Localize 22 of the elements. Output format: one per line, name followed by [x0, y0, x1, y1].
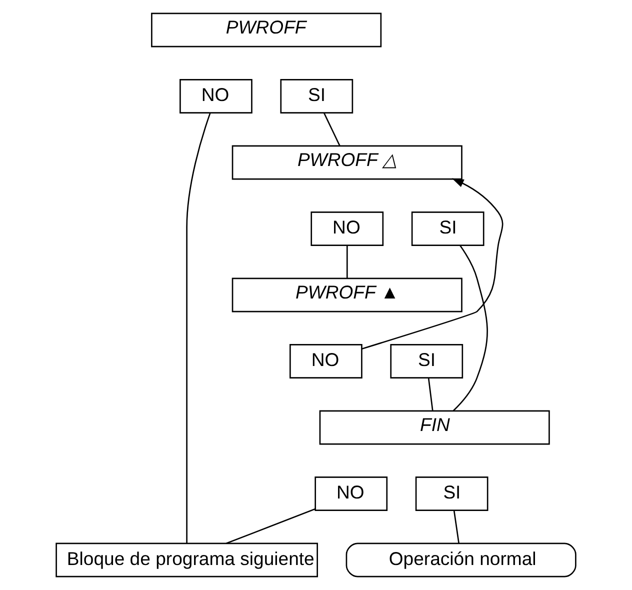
node-box: PWROFF △: [232, 145, 462, 180]
node-box: SI: [411, 212, 484, 246]
node-box: NO: [314, 476, 388, 511]
connector: [323, 112, 340, 146]
connector: [226, 508, 316, 544]
node-box: SI: [280, 79, 354, 114]
connector: [453, 510, 460, 544]
connector: [428, 378, 434, 411]
node-box: Operación normal: [346, 542, 576, 578]
node-box: Bloque de programa siguiente: [56, 542, 318, 578]
connector: [346, 245, 348, 278]
node-box: PWROFF: [151, 12, 382, 48]
connector: [186, 112, 211, 544]
node-box: SI: [415, 476, 488, 511]
node-box: FIN: [319, 410, 550, 445]
node-box: PWROFF ▲: [232, 278, 462, 312]
connector: [452, 245, 488, 412]
node-box: NO: [290, 344, 362, 378]
arrow: [362, 178, 504, 350]
node-box: NO: [310, 212, 384, 246]
node-box: NO: [180, 79, 252, 114]
node-box: SI: [390, 344, 464, 378]
